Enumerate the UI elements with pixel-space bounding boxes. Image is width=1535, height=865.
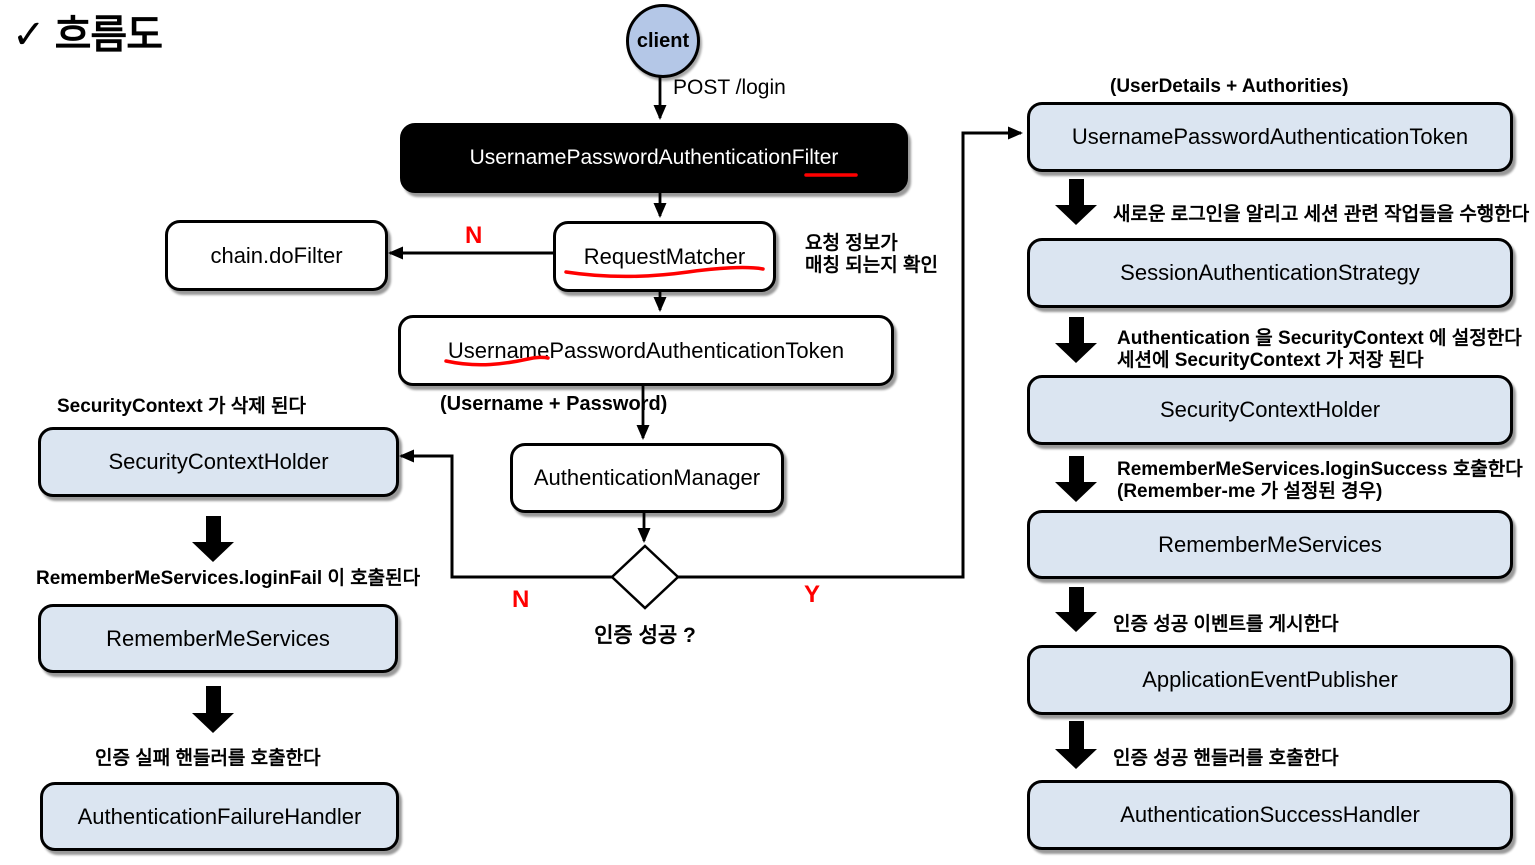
node-username-password-authentication-token-right: UsernamePasswordAuthenticationToken (1027, 102, 1513, 172)
annotation-call-failure-handler: 인증 실패 핸들러를 호출한다 (95, 748, 321, 769)
node-application-event-publisher: ApplicationEventPublisher (1027, 645, 1513, 715)
node-remember-me-services-right: RememberMeServices (1027, 510, 1513, 579)
annotation-call-success-handler: 인증 성공 핸들러를 호출한다 (1113, 748, 1339, 769)
annotation-set-security-context: Authentication 을 SecurityContext 에 설정한다 … (1117, 328, 1522, 371)
node-security-context-holder-right: SecurityContextHolder (1027, 375, 1513, 445)
thick-down-arrow (1055, 587, 1097, 632)
annotation-publish-event: 인증 성공 이벤트를 게시한다 (1113, 614, 1339, 635)
thick-down-arrow (192, 686, 234, 733)
annotation-rms-loginsuccess: RememberMeServices.loginSuccess 호출한다 (Re… (1117, 459, 1523, 502)
node-authentication-failure-handler: AuthenticationFailureHandler (40, 782, 399, 851)
node-authentication-success-handler: AuthenticationSuccessHandler (1027, 780, 1513, 850)
annotation-username-password: (Username + Password) (440, 393, 668, 415)
branch-label-n-matcher: N (465, 222, 483, 249)
page-title: ✓ 흐름도 (12, 13, 163, 57)
node-client: client (626, 4, 700, 78)
thick-down-arrow (192, 516, 234, 562)
node-chain-dofilter: chain.doFilter (165, 220, 388, 291)
annotation-userdetails-authorities: (UserDetails + Authorities) (1110, 76, 1349, 97)
annotation-rms-loginfail: RememberMeServices.loginFail 이 호출된다 (36, 568, 421, 589)
edge-label-post-login: POST /login (673, 76, 786, 99)
annotation-session-tasks: 새로운 로그인을 알리고 세션 관련 작업들을 수행한다 (1113, 204, 1530, 225)
decision-question: 인증 성공 ? (594, 624, 696, 647)
thick-down-arrow (1055, 179, 1097, 225)
node-username-password-authentication-filter: UsernamePasswordAuthenticationFilter (400, 123, 908, 193)
annotation-securitycontext-deleted: SecurityContext 가 삭제 된다 (57, 396, 306, 417)
node-request-matcher: RequestMatcher (553, 221, 776, 292)
decision-diamond (610, 544, 680, 610)
annotation-request-match-check: 요청 정보가 매칭 되는지 확인 (805, 233, 938, 276)
node-authentication-manager: AuthenticationManager (510, 443, 784, 513)
node-security-context-holder-left: SecurityContextHolder (38, 427, 399, 497)
node-session-authentication-strategy: SessionAuthenticationStrategy (1027, 238, 1513, 308)
thick-down-arrow (1055, 317, 1097, 363)
node-remember-me-services-left: RememberMeServices (38, 604, 398, 673)
node-username-password-authentication-token: UsernamePasswordAuthenticationToken (398, 315, 894, 386)
thick-down-arrow (1055, 456, 1097, 502)
branch-label-n-decision: N (512, 586, 530, 613)
branch-label-y-decision: Y (804, 581, 821, 608)
thick-down-arrow (1055, 721, 1097, 769)
